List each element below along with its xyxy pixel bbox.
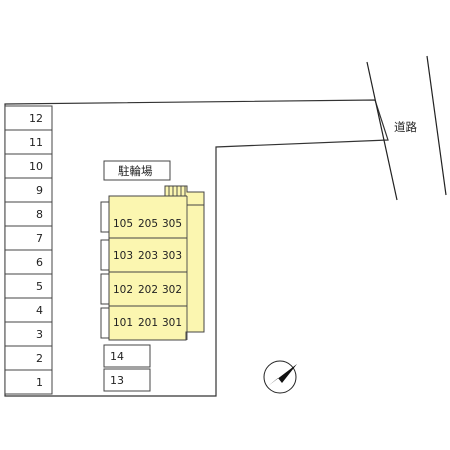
parking-space-number: 8 [36, 208, 43, 221]
unit-labels: 105 205 305 103 203 303 102 202 302 101 201 301 [113, 218, 182, 329]
parking-space-number: 7 [36, 232, 43, 245]
road-label: 道路 [394, 120, 417, 134]
parking-space-number: 2 [36, 352, 43, 365]
unit-number: 101 [113, 317, 133, 329]
parking-space-number: 3 [36, 328, 43, 341]
unit-number: 305 [162, 218, 182, 230]
bicycle-parking-label: 駐輪場 [118, 164, 153, 178]
parking-space-number: 14 [110, 350, 124, 363]
road-line-right [426, 55, 447, 196]
unit-number: 202 [138, 284, 158, 296]
parking-space-number: 5 [36, 280, 43, 293]
unit-number: 205 [138, 218, 158, 230]
unit-number: 302 [162, 284, 182, 296]
unit-number: 103 [113, 250, 133, 262]
unit-dividers [109, 237, 187, 307]
unit-number: 201 [138, 317, 158, 329]
parking-space: 4 [4, 297, 53, 323]
unit-number: 105 [113, 218, 133, 230]
road-line-left [366, 61, 398, 201]
unit-number: 203 [138, 250, 158, 262]
parking-space: 9 [4, 177, 53, 203]
parking-space: 7 [4, 225, 53, 251]
parking-space: 6 [4, 249, 53, 275]
parking-space: 2 [4, 345, 53, 371]
stairs [165, 186, 204, 340]
parking-space: 10 [4, 153, 53, 179]
parking-column-left: 12 11 10 9 8 7 6 5 4 3 2 1 [4, 105, 53, 395]
parking-space-number: 4 [36, 304, 43, 317]
parking-bottom: 14 13 [103, 344, 151, 392]
parking-space: 5 [4, 273, 53, 299]
parking-space: 3 [4, 321, 53, 347]
building: 105 205 305 103 203 303 102 202 302 101 201 301 [100, 185, 205, 341]
parking-space-number: 11 [29, 136, 43, 149]
parking-space: 13 [103, 368, 151, 392]
parking-space: 11 [4, 129, 53, 155]
parking-space: 14 [103, 344, 151, 368]
balconies [100, 201, 110, 339]
parking-space-number: 6 [36, 256, 43, 269]
parking-space-number: 1 [36, 376, 43, 389]
unit-number: 303 [162, 250, 182, 262]
parking-space-number: 10 [29, 160, 43, 173]
parking-space: 8 [4, 201, 53, 227]
parking-space: 1 [4, 369, 53, 395]
parking-space: 12 [4, 105, 53, 131]
parking-space-number: 13 [110, 374, 124, 387]
bicycle-parking-box [103, 160, 171, 181]
parking-space-number: 12 [29, 112, 43, 125]
building-outline [108, 185, 205, 341]
unit-number: 301 [162, 317, 182, 329]
north-arrow-icon [263, 360, 297, 394]
unit-number: 102 [113, 284, 133, 296]
parking-space-number: 9 [36, 184, 43, 197]
